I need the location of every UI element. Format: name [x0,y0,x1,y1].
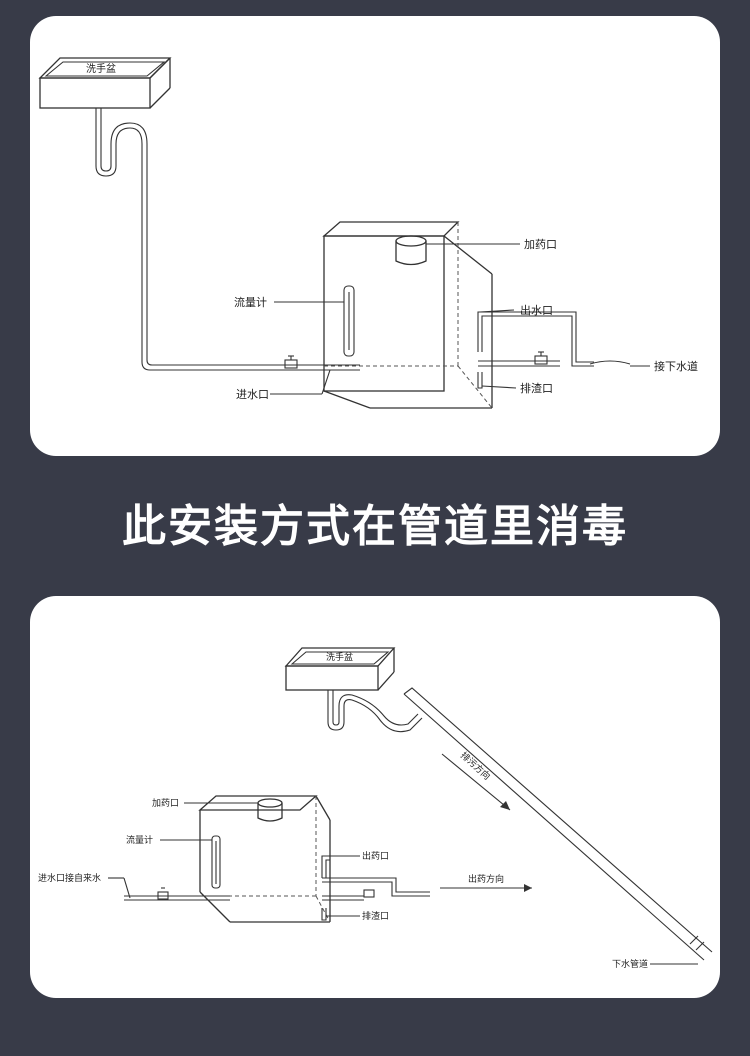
label-drain-port: 排渣口 [520,381,553,395]
diagram-card-bottom: 洗手盆 排污方向 [30,596,720,998]
label-sewer-connection: 接下水道 [654,359,698,373]
label-dosing-direction: 出药方向 [468,873,504,885]
installation-diagram-bottom: 洗手盆 排污方向 [38,647,713,970]
installation-diagram-top: 洗手盆 [38,57,698,409]
label-basin: 洗手盆 [86,62,116,75]
outlet-pipes [321,855,430,921]
label-sewer-pipe: 下水管道 [612,958,648,970]
label-dosing-port: 加药口 [524,238,557,251]
label-flow-meter: 流量计 [234,295,267,309]
label-inlet-tap: 进水口接自来水 [38,872,101,884]
label-drain-port: 排渣口 [362,910,389,922]
wash-basin [38,57,172,109]
diagram-card-top: 洗手盆 [30,16,720,456]
label-outlet: 出药口 [362,850,389,862]
inlet-pipe [124,887,230,901]
inlet-pipe [95,108,360,371]
sewage-direction-arrow [441,753,511,811]
outlet-pipes [477,311,631,389]
label-basin: 洗手盆 [326,651,353,663]
label-dosing-port: 加药口 [152,798,179,809]
dosing-direction-arrow [440,884,532,892]
headline: 此安装方式在管道里消毒 [122,501,628,552]
label-flow-meter: 流量计 [126,834,153,846]
disinfection-tank [322,221,493,409]
basin-drain [327,690,423,733]
sewer-pipe [403,687,713,961]
wash-basin [284,647,396,691]
disinfection-tank [198,795,331,923]
label-water-outlet: 出水口 [520,303,553,317]
label-water-inlet: 进水口 [236,388,269,401]
